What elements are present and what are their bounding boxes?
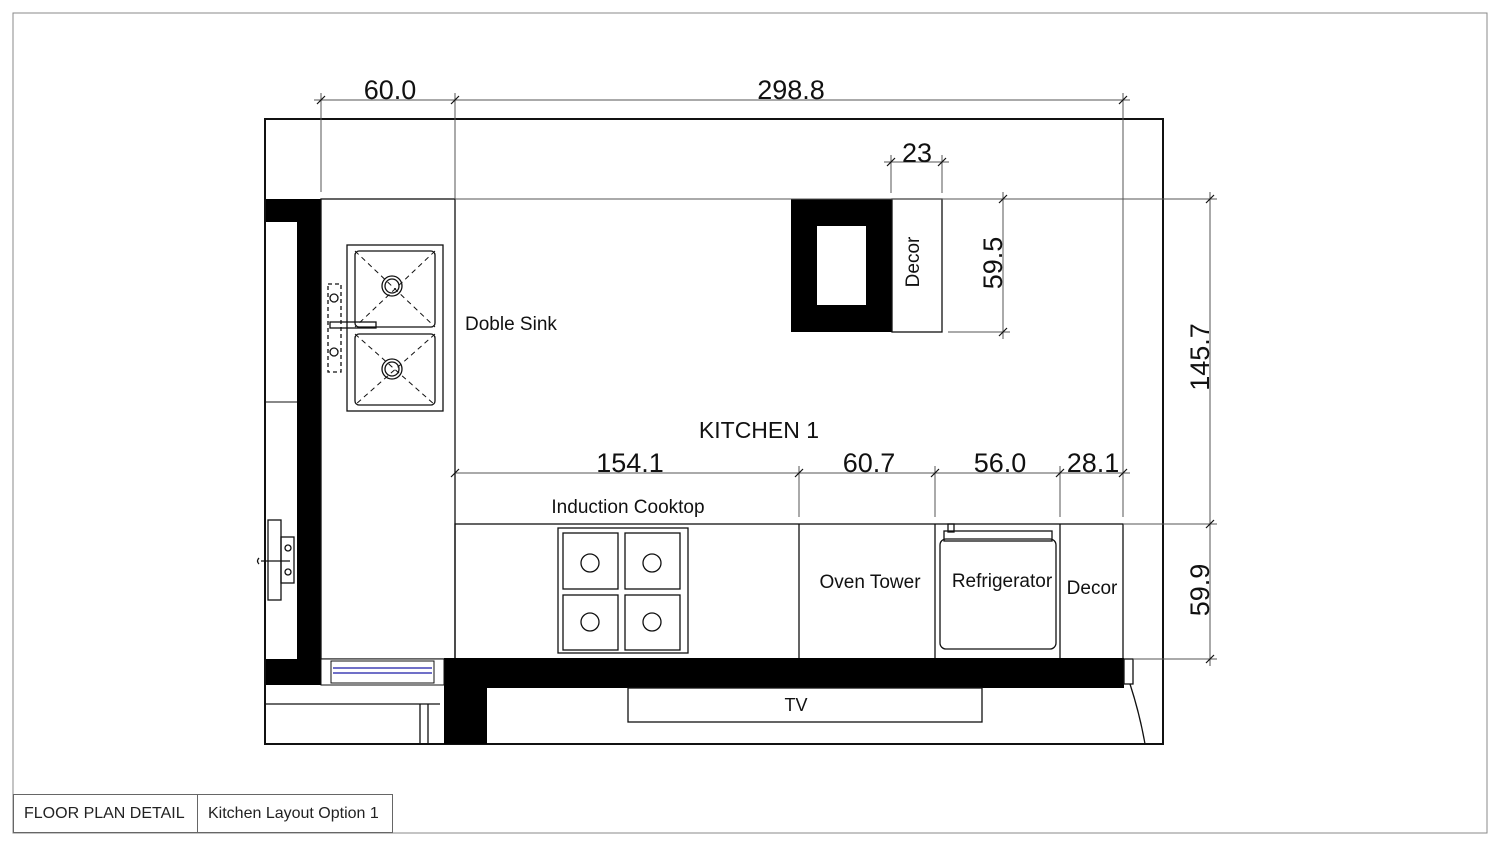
door-handle-icon	[256, 519, 295, 601]
dim-fridge-label: 56.0	[974, 448, 1027, 478]
cooktop-label: Induction Cooktop	[551, 497, 704, 518]
dim-decor-height-label: 59.5	[978, 237, 1008, 290]
room-name: KITCHEN 1	[699, 417, 819, 443]
tick	[1055, 468, 1065, 478]
bottom-wall	[444, 658, 1124, 688]
room-outline	[264, 118, 1164, 745]
double-sink-icon	[327, 244, 444, 412]
sheet-border	[12, 12, 1488, 834]
dim-oven-label: 60.7	[843, 448, 896, 478]
tick	[937, 157, 947, 167]
tick	[316, 95, 326, 105]
window-icon	[320, 658, 445, 686]
tick	[1118, 95, 1128, 105]
tick	[998, 327, 1008, 337]
sink-label: Doble Sink	[465, 314, 557, 335]
title-block-subtitle: Kitchen Layout Option 1	[197, 794, 393, 833]
tick	[1205, 194, 1215, 204]
decor-top-label: Decor	[903, 236, 924, 287]
refrigerator-icon	[939, 523, 1057, 650]
tick	[1205, 519, 1215, 529]
fridge-label: Refrigerator	[952, 571, 1053, 592]
title-block-sheet: FLOOR PLAN DETAIL	[13, 794, 198, 833]
cooktop-icon	[557, 527, 689, 654]
dim-right-room-label: 145.7	[1185, 323, 1215, 391]
top-decor-panel	[891, 198, 943, 333]
door-swing-icon	[1123, 658, 1146, 745]
tick	[1205, 654, 1215, 664]
tv-label: TV	[784, 695, 807, 715]
tv-unit	[627, 687, 983, 723]
left-wall-bottom	[266, 659, 321, 685]
dim-top-main-label: 298.8	[757, 75, 825, 105]
tick	[794, 468, 804, 478]
dim-top-left-label: 60.0	[364, 75, 417, 105]
bottom-wall-post	[444, 658, 487, 744]
tick	[886, 157, 896, 167]
tick	[450, 95, 460, 105]
dim-decor-width-label: 23	[902, 138, 932, 168]
island-opening	[817, 226, 866, 305]
dim-cooktop-label: 154.1	[596, 448, 664, 478]
oven-label: Oven Tower	[819, 572, 921, 593]
dim-decor-seg-label: 28.1	[1067, 448, 1120, 478]
dim-right-counter-label: 59.9	[1185, 564, 1215, 617]
tick	[450, 468, 460, 478]
left-wall-vertical	[297, 199, 321, 685]
tick	[998, 194, 1008, 204]
tick	[930, 468, 940, 478]
decor-right-label: Decor	[1067, 578, 1118, 599]
tick	[1118, 468, 1128, 478]
